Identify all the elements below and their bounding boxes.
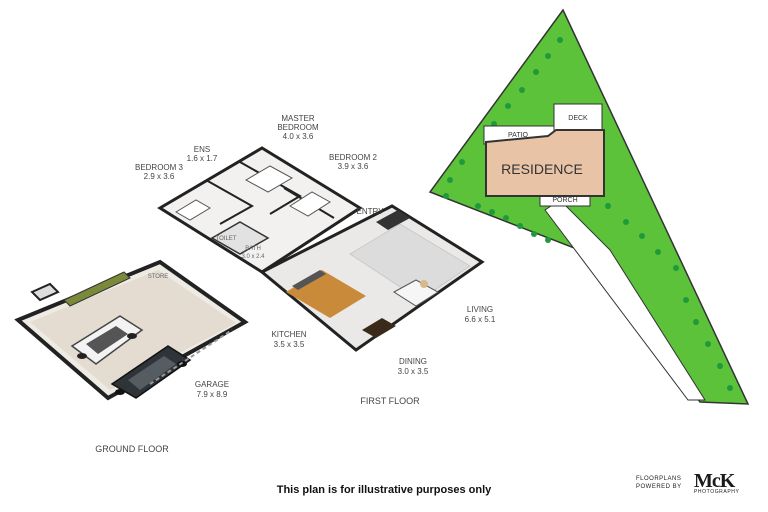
branding-line1: FLOORPLANS (636, 476, 682, 482)
entry-label: ENTRY (357, 207, 385, 216)
bedroom3-label: BEDROOM 3 (135, 163, 184, 172)
bedroom-wing (157, 146, 363, 274)
store-box (30, 282, 60, 302)
car-white (70, 315, 144, 365)
site-residence (485, 129, 605, 197)
site-plan: DECK PATIO RESIDENCE PORCH (428, 8, 750, 405)
dining-label: DINING (399, 357, 427, 366)
master-dimensions: 4.0 x 3.6 (283, 132, 314, 141)
branding-sub: PHOTOGRAPHY (694, 489, 740, 495)
kitchen-label: KITCHEN (271, 330, 306, 339)
first-floor-plan: ENS 1.6 x 1.7 BEDROOM 3 2.9 x 3.6 MASTER… (135, 114, 496, 406)
ground-floor-label: GROUND FLOOR (95, 444, 169, 454)
ens-label: ENS (194, 145, 210, 154)
bedroom-walls (205, 179, 255, 225)
ens-dimensions: 1.6 x 1.7 (187, 154, 218, 163)
bath-label: BATH (245, 246, 261, 252)
living-dimensions: 6.6 x 5.1 (465, 315, 496, 324)
entry-porch (376, 210, 410, 230)
deck-label: DECK (568, 115, 588, 122)
bath-dimensions: 3.0 x 2.4 (241, 254, 265, 260)
garage-label: GARAGE (195, 380, 229, 389)
branding-tagline: FLOORPLANS POWERED BY (636, 475, 682, 491)
bedroom2-dimensions: 3.9 x 3.6 (338, 162, 369, 171)
bed-2 (289, 191, 331, 217)
bedroom2-label: BEDROOM 2 (329, 153, 378, 162)
car-dark (110, 345, 192, 399)
patio-label: PATIO (508, 132, 529, 139)
site-trees (443, 37, 733, 391)
disclaimer-text: This plan is for illustrative purposes o… (276, 484, 492, 496)
bath-room (210, 221, 270, 255)
bed-master (244, 165, 294, 193)
kitchen-bench (292, 270, 326, 290)
mck-logo: McK (694, 470, 735, 492)
living-floor (349, 223, 471, 301)
first-floor-label: FIRST FLOOR (360, 396, 420, 406)
dining-table (362, 318, 396, 338)
store-label: STORE (148, 274, 169, 280)
residence-label: RESIDENCE (501, 161, 583, 177)
branding-line2: POWERED BY (636, 484, 682, 490)
bedroom3-dimensions: 2.9 x 3.6 (144, 172, 175, 181)
master-label: MASTER (281, 114, 315, 123)
mck-branding: FLOORPLANS POWERED BY McK PHOTOGRAPHY (636, 470, 756, 496)
ground-floor-plan: STORE GARAGE 7.9 x 8.9 GROUND FLOOR (14, 259, 249, 454)
garage-door (149, 329, 233, 385)
garage-bench (63, 271, 131, 307)
coffee-table (420, 280, 428, 288)
bed-3 (175, 199, 211, 221)
porch-label: PORCH (552, 197, 577, 204)
living-label: LIVING (467, 305, 493, 314)
garage-dimensions: 7.9 x 8.9 (197, 390, 228, 399)
toilet-label: TOILET (216, 236, 237, 242)
dining-dimensions: 3.0 x 3.5 (398, 367, 429, 376)
master-bedroom-label: BEDROOM (277, 123, 319, 132)
kitchen-dimensions: 3.5 x 3.5 (274, 340, 305, 349)
